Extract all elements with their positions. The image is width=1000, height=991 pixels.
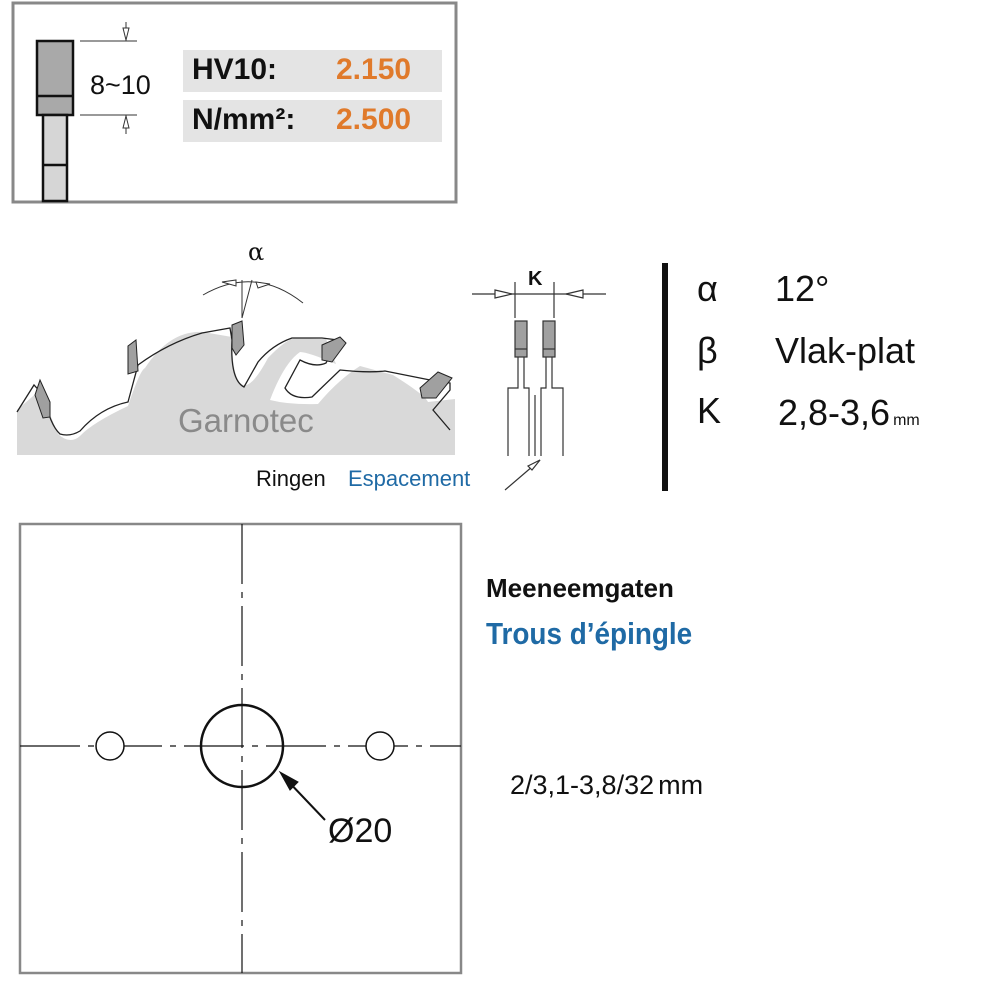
strength-value: 2.500 <box>336 103 412 136</box>
hv10-row <box>183 50 442 92</box>
bore-diameter-label: Ø20 <box>328 812 393 850</box>
kerf-label: K <box>528 268 543 290</box>
kerf-unit: mm <box>893 412 920 429</box>
spec-value-alpha: 12° <box>775 268 830 309</box>
bore-circle <box>199 703 285 789</box>
hardness-frame <box>11 1 458 204</box>
saw-blade-drawing <box>16 279 455 455</box>
spec-symbol-alpha: α <box>697 268 718 309</box>
dimension-arrows <box>80 22 137 134</box>
alpha-angle-label: α <box>248 238 265 266</box>
pinholes-spec-value: 2/3,1-3,8/32 <box>510 770 655 800</box>
spec-symbol-beta: β <box>697 330 718 371</box>
brand-watermark: Garnotec <box>178 402 314 439</box>
kerf-drawing <box>472 282 606 491</box>
hv10-label: HV10: <box>192 53 278 86</box>
spec-value-beta: Vlak-plat <box>775 330 916 371</box>
dimension-label: 8~10 <box>90 70 151 100</box>
spacer-label-nl: Ringen <box>256 466 326 491</box>
pinhole-left <box>95 731 125 761</box>
pinhole-right <box>365 731 395 761</box>
strength-label: N/mm²: <box>192 103 296 136</box>
strength-row <box>183 100 442 142</box>
hv10-value: 2.150 <box>336 53 412 86</box>
spacer-label-fr: Espacement <box>348 466 471 491</box>
pinholes-title-fr: Trous d’épingle <box>486 616 693 651</box>
pinhole-drawing <box>20 524 461 973</box>
pinholes-spec-unit: mm <box>658 770 704 800</box>
spec-divider <box>662 263 668 491</box>
kerf-value: 2,8-3,6 <box>778 392 891 433</box>
pinholes-title-nl: Meeneemgaten <box>486 573 674 603</box>
pinhole-frame <box>18 522 463 975</box>
tooth-profile-icon <box>35 39 75 203</box>
spec-symbol-k: K <box>697 390 722 431</box>
